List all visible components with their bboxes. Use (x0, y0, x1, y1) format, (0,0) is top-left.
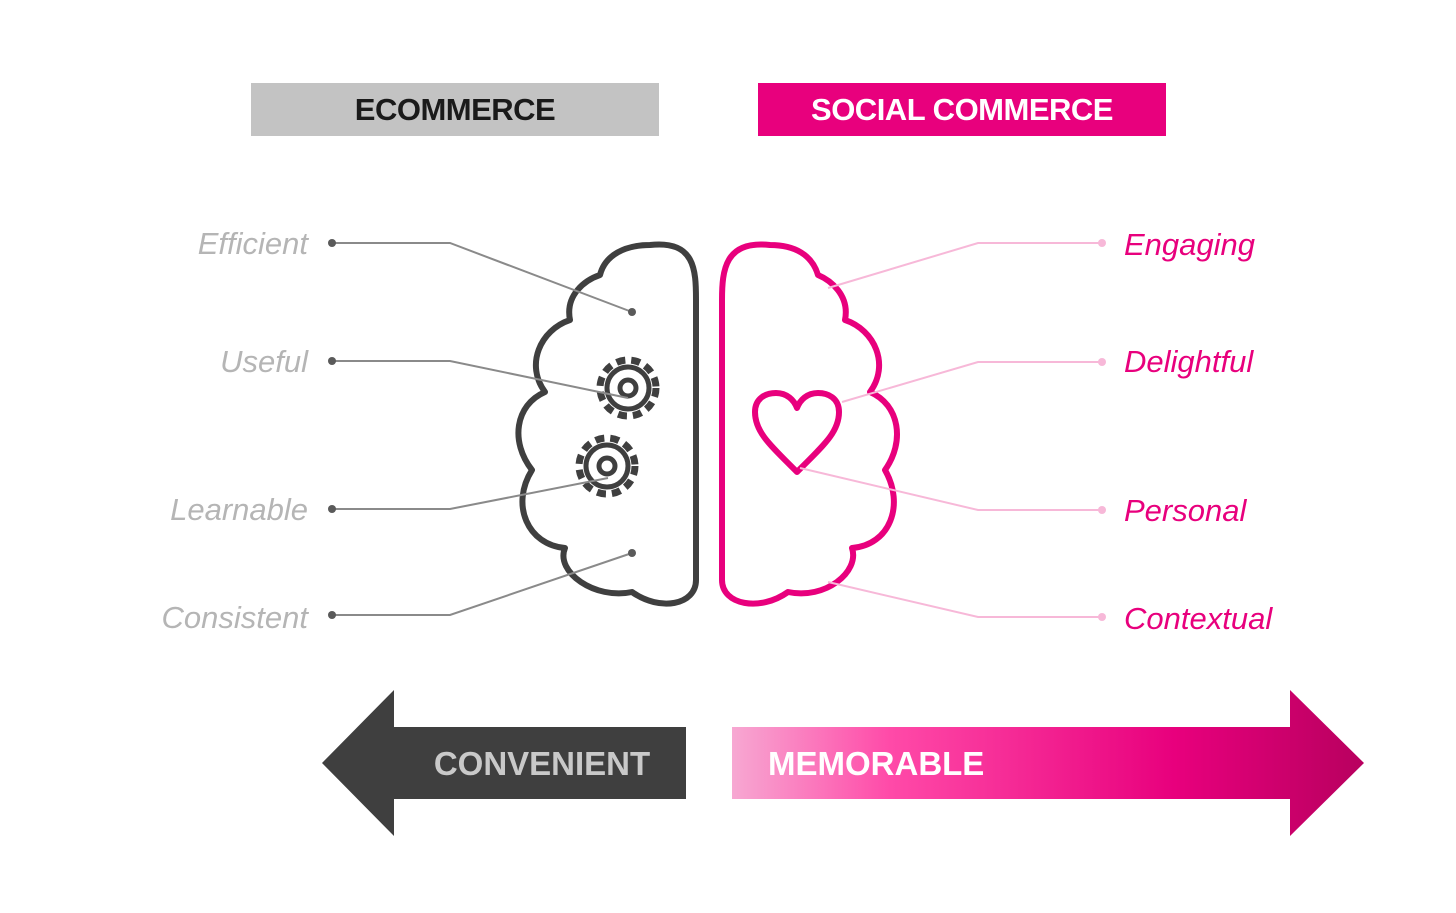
gear-icon (575, 434, 639, 498)
trait-engaging: Engaging (1124, 227, 1255, 262)
trait-efficient: Efficient (198, 226, 310, 261)
connector-dot (328, 357, 336, 365)
arrow-left-icon (322, 690, 686, 836)
connector-dot (1098, 613, 1106, 621)
connector-contextual (827, 581, 1102, 618)
trait-contextual: Contextual (1124, 601, 1273, 636)
connector-dot (1098, 239, 1106, 247)
gear-icon (596, 356, 660, 420)
connector-useful (332, 360, 629, 399)
connector-dot (328, 239, 336, 247)
connector-engaging (827, 242, 1102, 289)
right-connectors (799, 242, 1102, 618)
left-connectors (332, 242, 633, 616)
connector-delightful (841, 361, 1102, 403)
connector-dot (1098, 506, 1106, 514)
trait-personal: Personal (1124, 493, 1247, 528)
connector-dot (1098, 358, 1106, 366)
trait-delightful: Delightful (1124, 344, 1254, 379)
trait-consistent: Consistent (162, 600, 310, 635)
connector-personal (799, 467, 1102, 511)
connector-dot (628, 549, 636, 557)
brain-right-half-icon (719, 241, 900, 607)
connector-learnable (332, 477, 609, 510)
connector-dot (628, 308, 636, 316)
social-commerce-header: SOCIAL COMMERCE (758, 83, 1166, 136)
memorable-label: MEMORABLE (768, 745, 984, 782)
connector-dot (328, 505, 336, 513)
brain-left-half-icon (515, 241, 699, 607)
convenient-label: CONVENIENT (434, 745, 650, 782)
heart-icon (752, 390, 842, 475)
trait-useful: Useful (220, 344, 309, 379)
connector-consistent (332, 552, 633, 616)
arrow-right-icon (732, 690, 1364, 836)
connector-efficient (332, 242, 633, 313)
ecommerce-header: ECOMMERCE (251, 83, 659, 136)
connector-dot (328, 611, 336, 619)
trait-learnable: Learnable (170, 492, 308, 527)
